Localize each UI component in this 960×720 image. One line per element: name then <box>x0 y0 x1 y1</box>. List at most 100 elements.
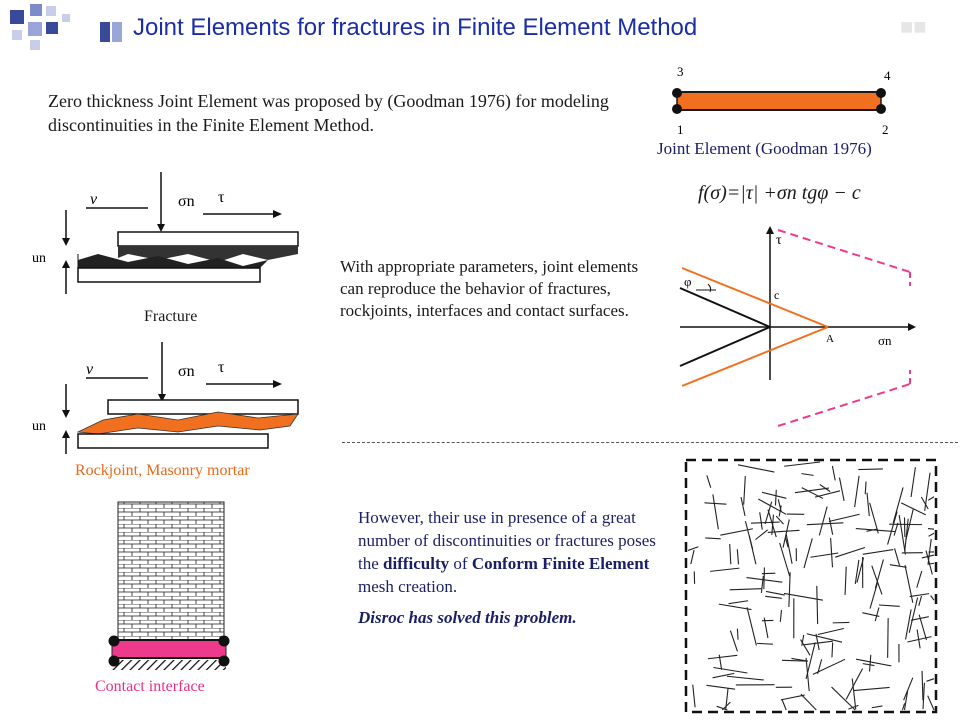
criterion-phi-label: φ <box>684 274 692 289</box>
fracture-line <box>903 677 914 701</box>
fracture-line <box>866 492 870 517</box>
fracture-line <box>761 491 787 499</box>
fracture-line <box>831 642 834 658</box>
fracture-line <box>743 476 746 505</box>
disroc-statement: Disroc has solved this problem. <box>358 608 577 627</box>
fracture-line <box>758 498 787 515</box>
fracture-line <box>757 642 773 645</box>
fracture-line <box>725 688 729 711</box>
fracture-line <box>784 461 821 467</box>
joint-element-diagram: 3 4 1 2 <box>672 64 891 137</box>
fracture-line <box>871 705 883 709</box>
fracture-line <box>892 487 904 524</box>
criterion-c-label: c <box>774 288 779 302</box>
fracture-line <box>910 467 916 498</box>
fracture-line <box>894 548 901 566</box>
contact-interface-diagram <box>108 501 230 670</box>
fracture-line <box>856 557 865 583</box>
fracture-line <box>707 654 738 660</box>
fracture-line <box>729 543 732 565</box>
fracture-line <box>713 666 748 674</box>
fracture-line <box>905 509 914 541</box>
node-3-label: 3 <box>677 64 684 79</box>
fracture-line <box>864 481 867 495</box>
fracture-line <box>767 529 800 534</box>
fracture-line <box>918 595 923 606</box>
fracture-line <box>774 489 777 506</box>
lower-text-bold1: difficulty <box>383 554 450 573</box>
fracture-line <box>855 527 896 533</box>
fracture-line <box>712 494 719 530</box>
rockjoint-sigma-label: σn <box>178 363 195 380</box>
fracture-line <box>862 612 880 617</box>
fracture-line <box>784 537 789 548</box>
fracture-line <box>794 487 829 494</box>
fracture-line <box>805 658 810 692</box>
fracture-line <box>855 658 892 667</box>
fracture-line <box>901 703 906 711</box>
fracture-line <box>819 484 831 493</box>
fracture-v-label: v <box>90 191 98 208</box>
fracture-line <box>920 496 929 510</box>
criterion-formula: f(σ)=|τ| +σn tgφ − c <box>698 182 861 204</box>
fracture-line <box>818 506 828 536</box>
fracture-line <box>706 475 712 488</box>
fracture-line <box>831 686 856 711</box>
joint-element-caption: Joint Element (Goodman 1976) <box>657 139 872 158</box>
fracture-line <box>862 549 894 555</box>
criterion-tau-axis: τ <box>776 233 782 248</box>
fracture-line <box>750 521 780 524</box>
fracture-line <box>801 634 805 646</box>
fracture-line <box>925 550 933 575</box>
lower-text-part1: However, their use in presence of a grea… <box>358 508 656 573</box>
fracture-line <box>718 603 752 611</box>
fracture-line <box>783 592 823 601</box>
fracture-line <box>922 682 925 710</box>
fracture-line <box>748 536 757 565</box>
fracture-line <box>729 588 762 591</box>
fracture-line <box>737 464 775 473</box>
fracture-line <box>759 512 763 530</box>
fracture-line <box>845 668 864 700</box>
fracture-line <box>854 475 860 508</box>
fracture-diagram: v σn τ un <box>32 172 299 294</box>
fracture-line <box>916 629 921 649</box>
fracture-line <box>817 659 823 675</box>
fracture-line <box>930 595 935 601</box>
fracture-line <box>817 627 844 636</box>
fracture-line <box>869 502 879 534</box>
fracture-line <box>710 567 740 572</box>
fracture-line <box>907 636 932 643</box>
fracture-line <box>780 694 805 701</box>
fracture-tau-label: τ <box>218 189 225 206</box>
fracture-line <box>726 675 764 681</box>
fracture-sigma-label: σn <box>178 193 195 210</box>
middle-text: With appropriate parameters, joint eleme… <box>340 257 639 320</box>
fracture-line <box>927 496 935 501</box>
fracture-line <box>706 684 736 690</box>
fracture-line <box>862 663 875 667</box>
fracture-line <box>687 546 699 551</box>
fracture-line <box>779 610 783 622</box>
rockjoint-tau-label: τ <box>218 359 225 376</box>
fracture-line <box>801 487 824 499</box>
fracture-line <box>869 583 878 609</box>
fracture-line <box>788 572 791 608</box>
fracture-line <box>916 570 923 588</box>
fracture-line <box>909 593 930 598</box>
fracture-line <box>871 565 883 595</box>
node-1-label: 1 <box>677 122 684 137</box>
fracture-line <box>729 630 739 652</box>
fracture-line <box>806 522 844 526</box>
slide-number-ghost: ■■ <box>900 14 927 39</box>
fracture-line <box>755 529 769 541</box>
fracture-line <box>921 554 935 559</box>
intro-text: Zero thickness Joint Element was propose… <box>48 91 609 135</box>
fracture-line <box>781 698 787 711</box>
fracture-network-diagram <box>684 458 938 714</box>
lower-text-bold2: Conform Finite Element <box>471 554 650 573</box>
fracture-line <box>851 678 857 710</box>
fracture-line <box>806 633 843 643</box>
fracture-line <box>848 704 859 710</box>
fracture-line <box>767 509 777 538</box>
